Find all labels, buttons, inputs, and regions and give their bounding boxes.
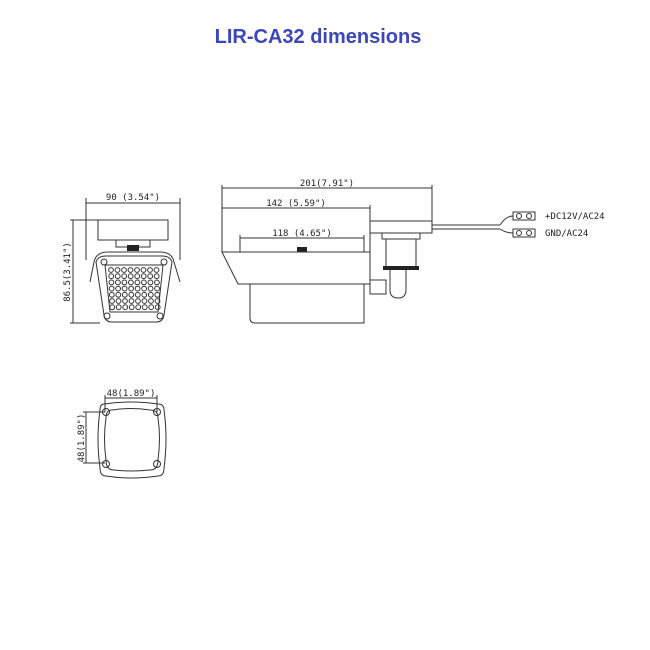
led-icon (122, 304, 129, 311)
led-icon (128, 285, 135, 292)
led-icon (140, 273, 147, 280)
led-icon (135, 298, 141, 304)
led-icon (128, 298, 135, 304)
body-length-label: 118 (4.65") (272, 229, 332, 239)
led-icon (114, 273, 121, 280)
led-icon (127, 267, 134, 273)
led-icon (115, 298, 122, 304)
led-icon (109, 304, 116, 311)
led-icon (122, 298, 128, 304)
page-title: LIR-CA32 dimensions (214, 26, 422, 48)
led-icon (121, 267, 127, 273)
led-icon (108, 291, 115, 298)
led-icon (108, 273, 115, 280)
led-icon (154, 279, 160, 286)
led-icon (115, 285, 121, 292)
led-icon (147, 285, 154, 292)
wiring-terminals: +DC12V/AC24 GND/AC24 (512, 211, 605, 239)
positive-terminal-label: +DC12V/AC24 (545, 212, 605, 222)
ground-terminal-label: GND/AC24 (545, 229, 588, 239)
led-icon (128, 291, 135, 298)
led-icon (141, 285, 148, 292)
led-icon (108, 285, 115, 292)
led-icon (134, 273, 141, 280)
led-icon (128, 304, 135, 311)
led-icon (114, 267, 121, 273)
led-icon (115, 279, 121, 286)
led-icon (154, 291, 161, 298)
led-icon (141, 279, 147, 286)
led-icon (135, 304, 142, 311)
led-icon (147, 279, 154, 286)
led-icon (154, 304, 161, 311)
led-icon (134, 279, 141, 286)
led-icon (121, 273, 128, 280)
led-icon (154, 285, 161, 292)
led-icon (148, 304, 155, 311)
led-icon (147, 267, 153, 273)
led-icon (127, 273, 134, 280)
led-icon (108, 279, 115, 286)
side-view: 201(7.91") 142 (5.59") 118 (4.65") (221, 179, 514, 324)
led-icon (148, 298, 154, 304)
led-icon (128, 279, 134, 286)
led-icon (153, 273, 160, 280)
base-height-label: 48(1.89") (77, 414, 87, 463)
led-icon (140, 267, 147, 273)
led-icon (109, 298, 115, 304)
overall-length-label: 201(7.91") (300, 179, 354, 189)
base-width-label: 48(1.89") (107, 389, 156, 399)
led-icon (121, 279, 128, 286)
led-icon (141, 304, 148, 311)
front-height-label: 86.5(3.41") (63, 242, 73, 302)
led-icon (154, 298, 161, 304)
led-icon (115, 291, 122, 298)
front-width-label: 90 (3.54") (106, 193, 160, 203)
led-icon (153, 267, 160, 273)
led-icon (134, 285, 141, 292)
led-icon (121, 291, 128, 298)
led-array (108, 267, 161, 311)
led-icon (147, 291, 154, 298)
led-icon (141, 291, 148, 298)
led-icon (121, 285, 128, 292)
led-icon (141, 298, 148, 304)
led-icon (108, 267, 114, 273)
mount-base-view: 48(1.89") 48(1.89") (77, 389, 167, 479)
housing-length-label: 142 (5.59") (266, 199, 326, 209)
led-icon (134, 267, 140, 273)
led-icon (115, 304, 122, 311)
led-icon (147, 273, 154, 280)
front-view: 90 (3.54") 86.5(3.41") (63, 193, 181, 324)
led-icon (134, 291, 141, 298)
